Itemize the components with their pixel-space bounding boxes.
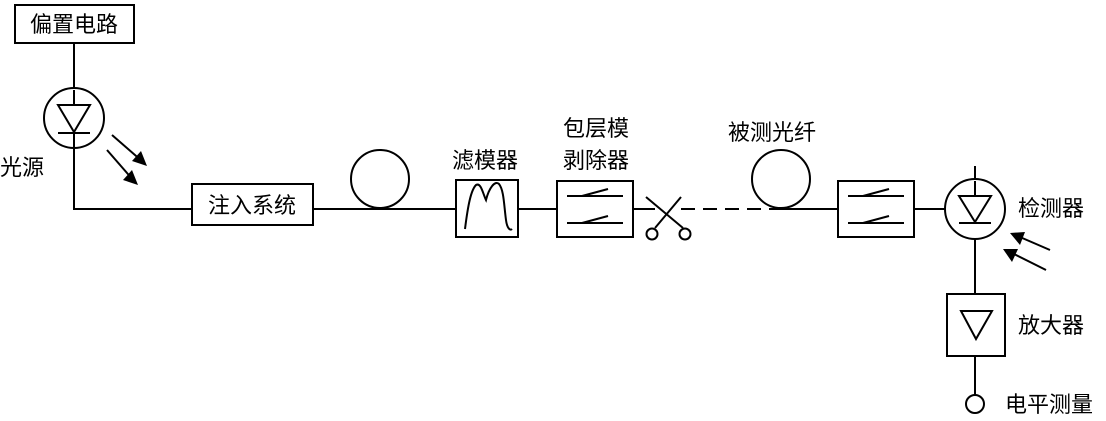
stripper-symbol <box>567 188 623 224</box>
amplifier-label: 放大器 <box>1018 314 1084 339</box>
amplifier-box <box>946 293 1006 357</box>
source-arrowhead-1 <box>132 151 147 166</box>
source-arrowhead-2 <box>123 170 138 185</box>
stripper-2-symbol <box>848 188 904 224</box>
mode-filter-waveform <box>464 182 513 231</box>
detector-label: 检测器 <box>1018 197 1084 222</box>
level-measurement-terminal-icon <box>965 394 985 414</box>
mode-filter-label: 滤模器 <box>452 149 518 174</box>
injection-system-box <box>191 183 314 226</box>
injection-system-label: 注入系统 <box>208 194 296 219</box>
cladding-stripper-box <box>556 180 634 238</box>
detector-arrowhead-1 <box>1010 232 1025 245</box>
source-to-injection-wire <box>73 148 192 210</box>
cladding-stripper-label-line1: 包层模 <box>563 117 629 142</box>
cladding-stripper-2-box <box>837 180 915 238</box>
cladding-stripper-label-line2: 剥除器 <box>563 149 629 174</box>
detector-icon <box>944 178 1006 240</box>
fiber-under-test-loop-icon <box>751 149 811 209</box>
level-measurement-label: 电平测量 <box>1005 393 1093 418</box>
light-source-icon <box>43 87 105 149</box>
fiber-under-test-label: 被测光纤 <box>728 121 816 146</box>
light-source-label: 光源 <box>0 156 44 181</box>
bias-circuit-label: 偏置电路 <box>30 13 118 38</box>
amplifier-triangle-icon <box>959 310 994 342</box>
scissors-icon <box>645 196 692 241</box>
fiber-loop-icon <box>350 149 410 209</box>
detector-arrowhead-2 <box>1003 249 1018 262</box>
